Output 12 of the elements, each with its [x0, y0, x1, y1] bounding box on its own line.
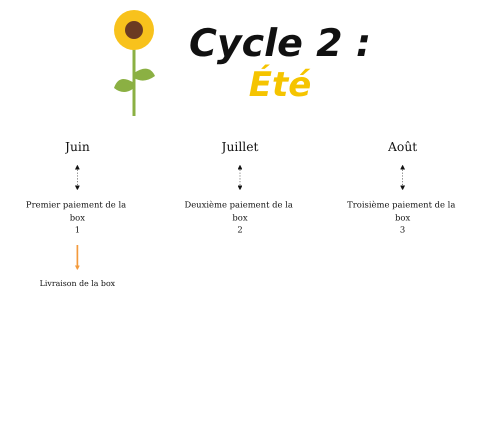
season-label: Été: [248, 64, 312, 104]
node-text: Août: [388, 140, 418, 154]
title: Cycle 2 :: [188, 20, 372, 64]
node-text: Juillet: [222, 140, 258, 154]
node-text: Juin: [64, 140, 90, 154]
node-text: Premier paiement de la box 1: [26, 200, 126, 235]
arrow: [74, 164, 80, 190]
arrow: [74, 244, 80, 270]
arrow: [400, 164, 406, 190]
arrow: [238, 164, 242, 190]
node-text: Deuxième paiement de la box 2: [184, 200, 293, 235]
node-text: Troisième paiement de la box 3: [347, 200, 456, 235]
